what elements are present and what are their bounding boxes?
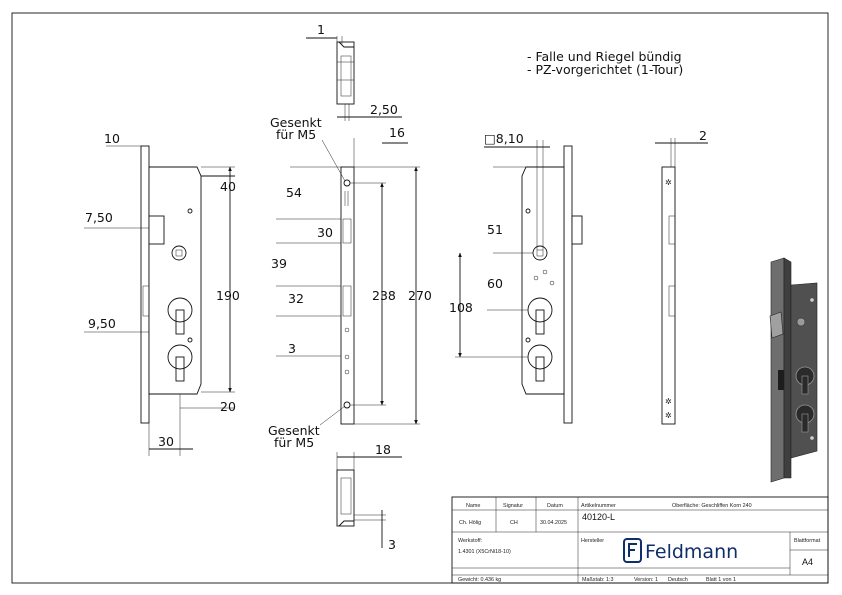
- lock-3d-preview: [769, 257, 818, 483]
- tb-header-signatur: Signatur: [503, 503, 523, 509]
- tb-werkstoff-value: 1.4301 (X5CrNi18-10): [458, 549, 511, 555]
- dim-left-cyl: 9,50: [88, 316, 116, 331]
- dim-left-faceplate: 10: [104, 131, 120, 146]
- dim-faceplate-width: 16: [389, 125, 405, 140]
- dim-bottom-offset: 3: [388, 537, 396, 552]
- dim-side-thickness: 2: [699, 128, 707, 143]
- tb-oberflaeche: Oberfläche: Geschliffen Korn 240: [672, 503, 752, 509]
- side-star-mid-icon: ✲: [665, 411, 672, 420]
- bottom-detail-view: 18 3: [336, 442, 402, 552]
- tb-werkstoff-label: Werkstoff:: [458, 538, 482, 544]
- tb-hersteller-label: Hersteller: [581, 538, 604, 544]
- dim-faceplate-39: 39: [271, 256, 287, 271]
- dim-faceplate-238: 238: [372, 288, 396, 303]
- dim-left-latch: 7,50: [85, 210, 113, 225]
- dim-faceplate-3: 3: [288, 341, 296, 356]
- tb-blattformat-value: A4: [802, 557, 813, 567]
- side-star-top-icon: ✲: [665, 178, 672, 187]
- dim-right-108: 108: [449, 300, 473, 315]
- dim-top-width: 1: [317, 22, 325, 37]
- title-block: Name Signatur Datum Ch. Hölig CH 30.04.2…: [451, 496, 829, 584]
- top-detail-view: 1 2,50: [306, 22, 402, 121]
- tb-artikel-value: 40120-L: [582, 512, 615, 522]
- dim-left-top: 40: [220, 179, 236, 194]
- dim-faceplate-30: 30: [317, 225, 333, 240]
- tb-signatur: CH: [510, 520, 518, 526]
- tb-sprache: Deutsch: [668, 577, 688, 583]
- label-gesenkt-top-1: Gesenkt: [270, 115, 322, 130]
- tb-brand: Feldmann: [645, 541, 738, 563]
- tb-massstab: Maßstab: 1:3: [582, 577, 613, 583]
- dim-faceplate-270: 270: [408, 288, 432, 303]
- feldmann-logo: Feldmann: [623, 538, 738, 563]
- tb-version: Version: 1: [634, 577, 658, 583]
- label-gesenkt-bottom-2: für M5: [274, 435, 314, 450]
- note-line-1: - Falle und Riegel bündig: [527, 49, 682, 64]
- dim-bottom-width: 18: [375, 442, 391, 457]
- dim-faceplate-54: 54: [286, 185, 302, 200]
- label-gesenkt-bottom-1: Gesenkt: [268, 423, 320, 438]
- tb-datum: 30.04.2025: [540, 520, 567, 526]
- tb-header-datum: Datum: [547, 503, 563, 509]
- left-lock-view: 10 40 7,50 190 9,50 20 30: [84, 131, 240, 456]
- tb-header-name: Name: [466, 503, 480, 509]
- dim-left-bottom: 20: [220, 399, 236, 414]
- tb-blattformat-label: Blattformat: [794, 538, 821, 544]
- tb-artikel-label: Artikelnummer: [581, 503, 616, 509]
- tb-blatt: Blatt 1 von 1: [706, 577, 736, 583]
- dim-right-60: 60: [487, 276, 503, 291]
- side-profile-view: ✲ ✲ ✲ 2: [655, 128, 708, 425]
- right-lock-view: □8,10 51 60 108: [449, 131, 583, 424]
- dim-right-51: 51: [487, 222, 503, 237]
- tb-name: Ch. Hölig: [459, 520, 481, 526]
- note-line-2: - PZ-vorgerichtet (1-Tour): [527, 62, 683, 77]
- dim-left-backset: 30: [158, 434, 174, 449]
- sheet-border: [11, 12, 829, 584]
- side-star-bottom-icon: ✲: [665, 397, 672, 406]
- dim-top-offset: 2,50: [370, 102, 398, 117]
- dim-faceplate-32: 32: [288, 291, 304, 306]
- faceplate-view: Gesenkt für M5 Gesenkt für M5 16 54 30 3…: [268, 115, 432, 450]
- tb-gewicht: Gewicht: 0.436 kg: [458, 577, 501, 583]
- dim-right-square: □8,10: [484, 131, 524, 146]
- label-gesenkt-top-2: für M5: [276, 127, 316, 142]
- dim-left-height: 190: [216, 288, 240, 303]
